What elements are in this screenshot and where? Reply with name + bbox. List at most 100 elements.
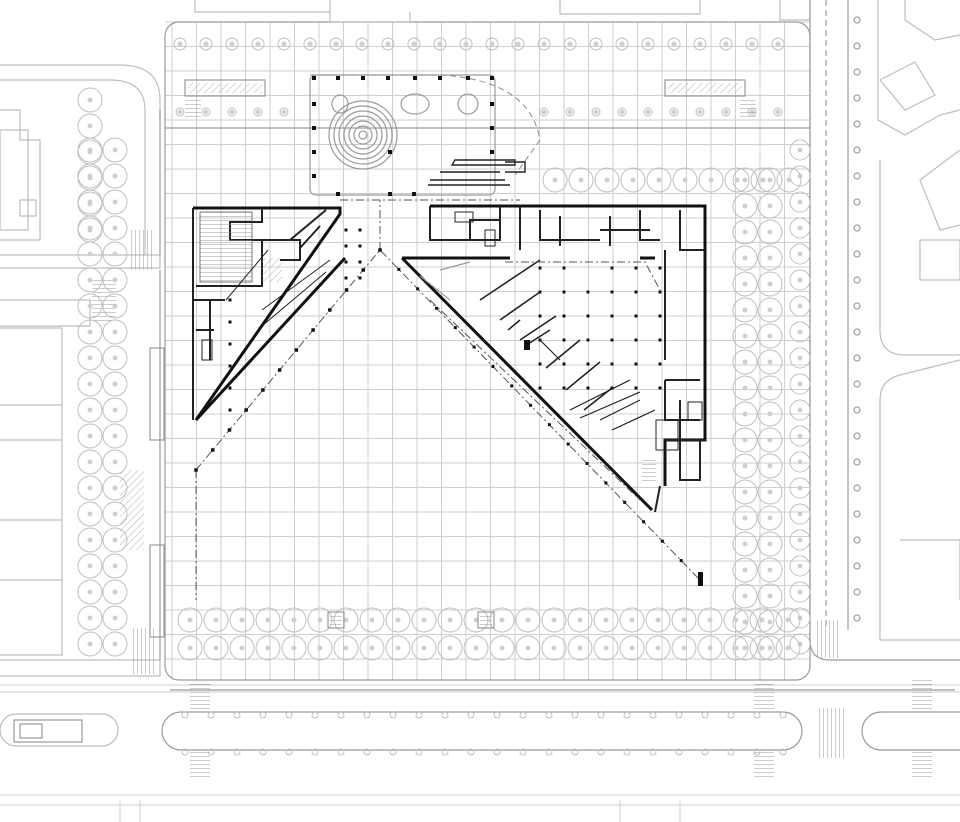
tree [757,297,783,323]
tree-canopy [77,371,103,397]
dashed-structural-lines [195,199,701,600]
tree-trunk [767,593,773,599]
tree [732,401,758,427]
tree [463,635,489,661]
tree-canopy [515,635,541,661]
tree [511,37,525,51]
tree-canopy [757,167,783,193]
tree-canopy [757,323,783,349]
tree-canopy [757,479,783,505]
tree-canopy [671,635,697,661]
column [312,76,316,80]
tree-trunk [112,303,118,309]
tree [723,607,749,633]
tree-trunk [742,177,748,183]
tree-canopy [750,167,776,193]
tree-canopy [102,215,128,241]
column [610,314,614,318]
tree-trunk [655,645,661,651]
tree-canopy [695,107,705,117]
column [413,76,417,80]
tree [537,37,551,51]
tree-trunk [213,645,219,651]
tree-trunk [749,41,755,47]
column [210,448,215,452]
street-lamp [853,432,861,440]
tree-trunk [697,41,703,47]
tree-trunk [733,617,739,623]
street-tree [649,711,657,719]
tree [77,319,103,345]
tree-trunk [786,177,792,183]
column [344,260,348,264]
tree-canopy [667,37,681,51]
tree-canopy [381,37,395,51]
tree [102,449,128,475]
tree-trunk [797,251,803,257]
tree [669,107,679,117]
tree [789,217,811,239]
column [679,559,683,563]
tree-canopy [593,607,619,633]
tree [732,427,758,453]
fountain-ring [348,120,378,150]
column [453,326,457,330]
tree-canopy [757,401,783,427]
street-tree [623,748,631,756]
tree-canopy [77,113,103,139]
tree-canopy [732,323,758,349]
tree-trunk [87,641,93,647]
column [336,76,340,80]
tree [789,139,811,161]
tree-canopy [732,427,758,453]
tree [617,107,627,117]
tree-canopy [620,167,646,193]
column [388,192,392,196]
tree-trunk [742,333,748,339]
column [562,338,566,342]
street-tree [493,711,501,719]
column [312,102,316,106]
tree [732,583,758,609]
tree-trunk [577,645,583,651]
tree-trunk [369,617,375,623]
street-lamp [853,562,861,570]
tree-canopy [732,167,758,193]
tree-canopy [789,373,811,395]
tree [515,635,541,661]
tree-trunk [767,645,773,651]
tree-canopy [253,107,263,117]
street-tree [779,711,787,719]
street-tree [467,711,475,719]
tree-trunk [767,255,773,261]
tree [542,167,568,193]
building-footprint [192,204,707,513]
tree [77,501,103,527]
tree-canopy [589,37,603,51]
street-lamp [853,172,861,180]
tree [697,635,723,661]
column [344,244,348,248]
tree [102,475,128,501]
column [610,338,614,342]
tree [732,297,758,323]
tree-canopy [697,607,723,633]
tree [77,527,103,553]
tree-canopy [77,475,103,501]
tree-trunk [656,177,662,183]
street-lamp [853,120,861,128]
tree-canopy [757,427,783,453]
street-tree [597,711,605,719]
street-tree [311,711,319,719]
tree-canopy [789,477,811,499]
tree-trunk [473,645,479,651]
tree-trunk [317,645,323,651]
tree-trunk [797,329,803,335]
plaza-benches [327,572,703,629]
column [658,386,662,390]
tree-trunk [797,459,803,465]
tree-canopy [229,607,255,633]
tree-trunk [697,109,703,115]
street-tree [207,748,215,756]
column [562,386,566,390]
